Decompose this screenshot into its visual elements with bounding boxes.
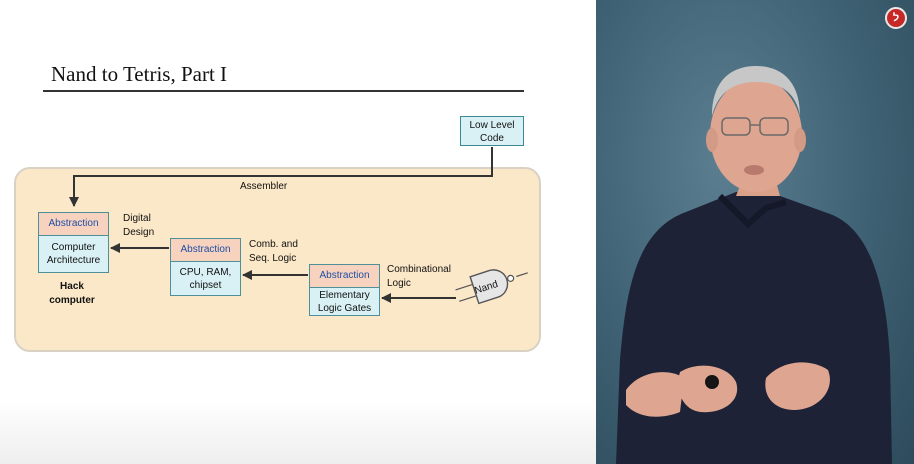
presenter-video bbox=[596, 0, 914, 464]
comb-seq-logic-label: Comb. and Seq. Logic bbox=[249, 239, 298, 264]
nand-gate-icon: Nand bbox=[455, 269, 528, 305]
elementary-logic-gates-stack: Abstraction Elementary Logic Gates bbox=[309, 264, 380, 316]
presenter-image bbox=[616, 66, 892, 464]
abstraction-label: Abstraction bbox=[310, 265, 379, 288]
abstraction-label: Abstraction bbox=[39, 213, 108, 236]
elementary-logic-gates-label: Elementary Logic Gates bbox=[310, 288, 379, 315]
assembler-label: Assembler bbox=[240, 181, 288, 192]
digital-design-label: Digital Design bbox=[123, 213, 155, 238]
cpu-ram-chipset-stack: Abstraction CPU, RAM, chipset bbox=[170, 238, 241, 296]
assembler-arrow bbox=[69, 147, 493, 207]
computer-architecture-label: Computer Architecture bbox=[39, 236, 108, 272]
computer-architecture-stack: Abstraction Computer Architecture bbox=[38, 212, 109, 273]
low-level-code-box: Low Level Code bbox=[460, 116, 524, 146]
cpu-ram-chipset-label: CPU, RAM, chipset bbox=[171, 262, 240, 295]
title-rule bbox=[43, 90, 524, 92]
combinational-logic-label: Combinational Logic bbox=[387, 264, 451, 289]
red-circle-logo-icon: ל bbox=[885, 7, 907, 29]
diagram-arrows: Nand bbox=[69, 147, 528, 305]
hack-computer-label: Hack computer bbox=[49, 281, 95, 306]
slide-title: Nand to Tetris, Part I bbox=[51, 62, 228, 86]
abstraction-label: Abstraction bbox=[171, 239, 240, 262]
slide: Nand to Tetris, Part I Low Level Code Ab… bbox=[0, 0, 596, 464]
